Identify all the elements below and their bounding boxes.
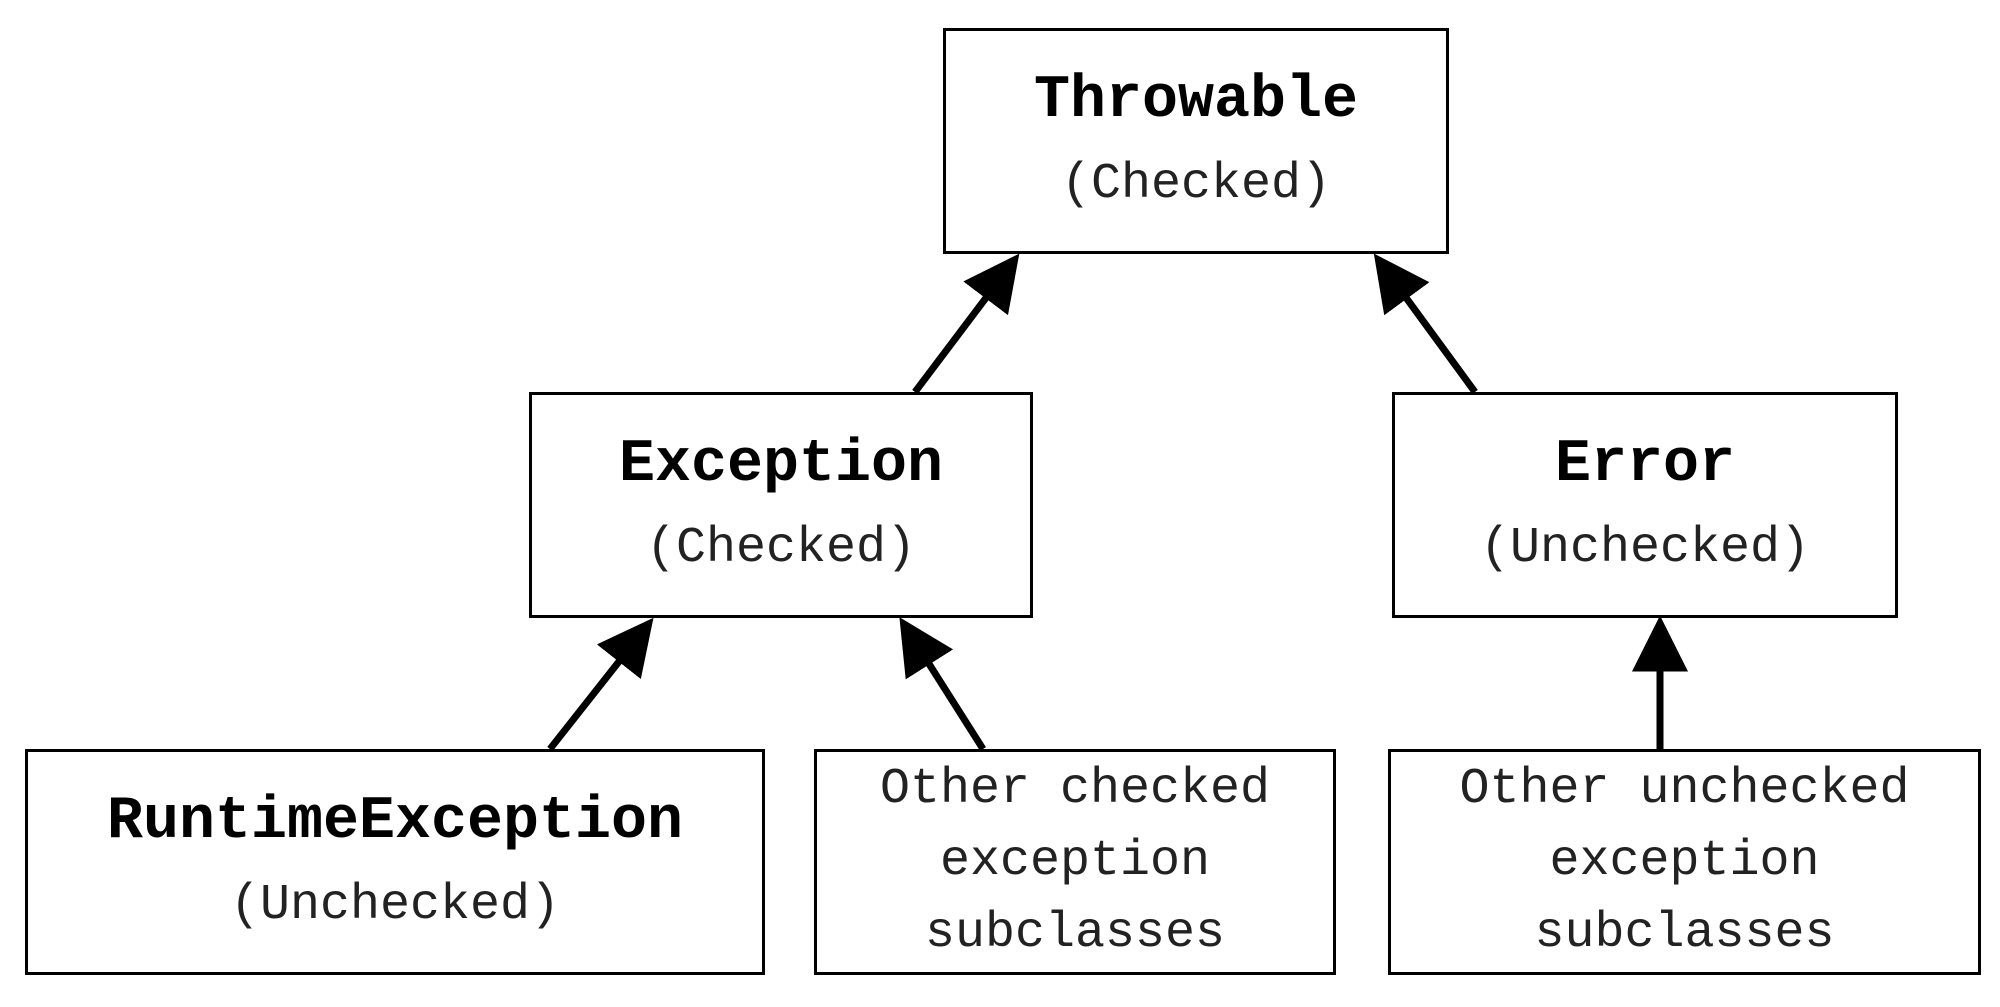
other-checked-line-1: Other checked [879,761,1271,818]
other-checked-node: Other checked exception subclasses [814,749,1336,975]
arrow-error-to-throwable [1373,253,1478,395]
other-checked-line-2: exception [939,833,1211,890]
throwable-node: Throwable (Checked) [943,28,1449,254]
other-unchecked-line-3: subclasses [1534,905,1835,962]
runtime-exception-subtitle: (Unchecked) [229,877,561,935]
exception-subtitle: (Checked) [645,520,917,578]
arrow-other-checked-to-exception [899,617,986,751]
exception-title: Exception [618,431,944,500]
throwable-subtitle: (Checked) [1060,156,1332,214]
throwable-title: Throwable [1033,67,1359,136]
runtime-exception-node: RuntimeException (Unchecked) [25,749,765,975]
other-unchecked-line-1: Other unchecked [1459,761,1910,818]
arrow-runtime-exception-to-exception [547,617,654,752]
other-unchecked-line-2: exception [1549,833,1820,890]
error-title: Error [1554,431,1736,500]
other-checked-line-3: subclasses [924,905,1226,962]
other-unchecked-node: Other unchecked exception subclasses [1388,749,1981,975]
exception-node: Exception (Checked) [529,392,1033,618]
arrow-exception-to-throwable [912,253,1020,395]
error-subtitle: (Unchecked) [1479,520,1811,578]
runtime-exception-title: RuntimeException [106,788,684,857]
error-node: Error (Unchecked) [1392,392,1898,618]
